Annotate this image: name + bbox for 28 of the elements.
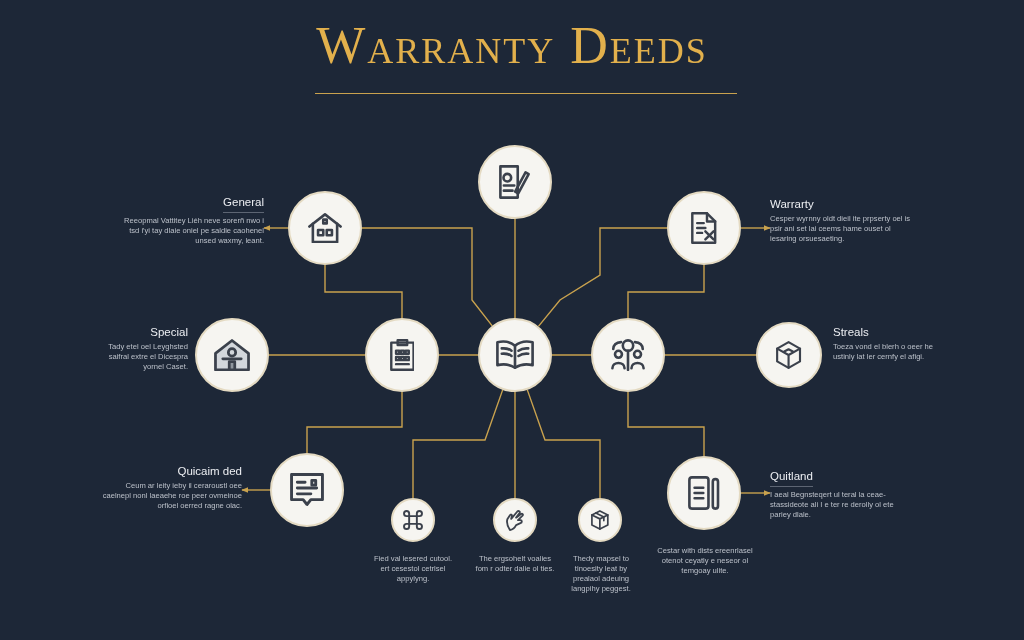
- connector-line: [268, 354, 366, 356]
- circle-node: [391, 498, 435, 542]
- connector-line: [664, 354, 757, 356]
- connector-line: [438, 354, 479, 356]
- connector-line: [324, 264, 403, 319]
- connector-line: [306, 391, 403, 454]
- node-heading: Quitland: [770, 469, 813, 487]
- arrow: [740, 490, 771, 496]
- connector-line: [627, 391, 705, 457]
- arrow: [263, 225, 289, 231]
- node-heading: Quicaim ded: [177, 464, 242, 478]
- node-heading: Special: [150, 325, 188, 339]
- connector-line: [412, 389, 504, 499]
- connector-line: [526, 389, 601, 499]
- connector-line: [514, 391, 516, 499]
- connector-line: [514, 218, 516, 319]
- connector-line: [627, 264, 705, 319]
- connector-line: [537, 227, 668, 328]
- connector-line: [361, 227, 493, 327]
- circle-node: [493, 498, 537, 542]
- title: Warranty Deeds: [316, 16, 708, 76]
- arrow: [241, 487, 271, 493]
- arrow: [740, 225, 771, 231]
- node-heading: General: [223, 195, 264, 213]
- node-heading: Warrarty: [770, 197, 814, 211]
- circle-node: [578, 498, 622, 542]
- node-heading: Streals: [833, 325, 869, 339]
- connector-line: [551, 354, 592, 356]
